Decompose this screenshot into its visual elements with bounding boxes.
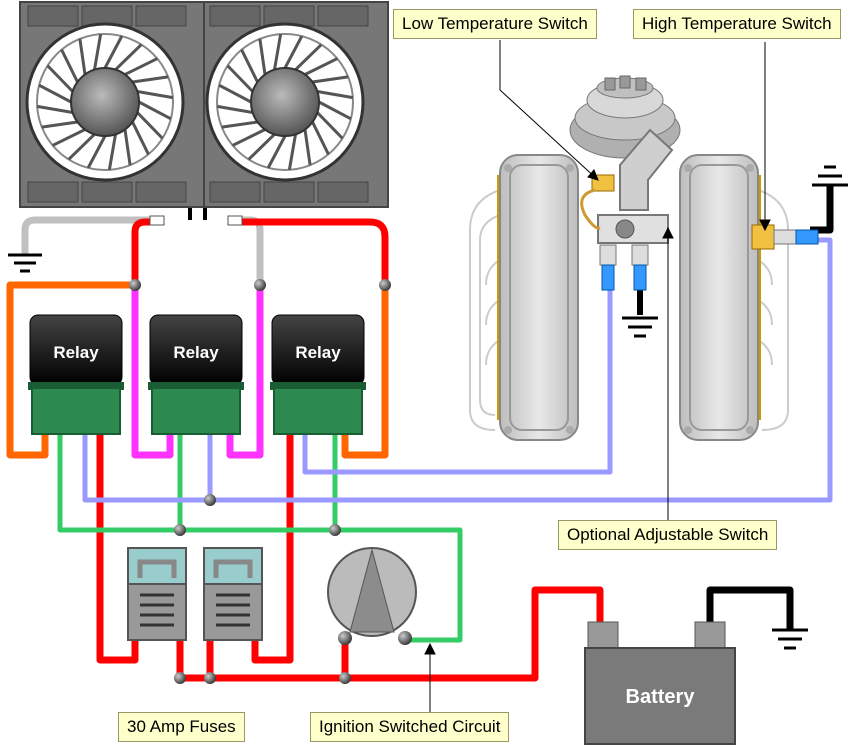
fan-blade [46, 64, 74, 93]
fan-blade [303, 129, 312, 166]
fan-blade [266, 135, 287, 169]
fan-right [205, 22, 365, 182]
fan-blade [216, 104, 253, 114]
ignition-component [327, 547, 417, 645]
fan-blade [311, 121, 330, 155]
switch-wire-relay3 [302, 290, 613, 475]
fan-blade [107, 134, 117, 171]
fan-blade [273, 33, 283, 70]
ground-symbol-engine [622, 316, 658, 338]
fan-blade [283, 35, 304, 69]
fan-blade [103, 35, 124, 69]
fan-blade [131, 121, 150, 155]
magenta-trigger-2 [226, 285, 264, 459]
battery: Battery [584, 621, 736, 745]
fan-power-wire-left [131, 218, 150, 285]
junction-nodes [129, 279, 391, 684]
relay-2: Relay [148, 314, 244, 435]
fan-blade [52, 128, 86, 147]
ignition-wire [57, 430, 463, 643]
battery-ground-wire [706, 586, 794, 630]
fan-blade [137, 90, 174, 100]
fan-blade [294, 43, 323, 71]
relay-3: Relay [270, 314, 366, 435]
switch-wire-bus [82, 237, 833, 503]
radiator-fans [19, 1, 389, 226]
fan-power-wire-right [236, 218, 389, 285]
fan-blade [218, 83, 252, 104]
fan-blade [304, 57, 338, 76]
label-high-temp-switch: High Temperature Switch [633, 9, 841, 39]
label-low-temp-switch: Low Temperature Switch [393, 9, 597, 39]
label-optional-switch: Optional Adjustable Switch [558, 520, 778, 550]
fuse-1 [127, 547, 187, 641]
relay-3-label: Relay [295, 343, 341, 362]
fan-left [25, 22, 185, 182]
fan-blade [312, 75, 349, 84]
power-main [180, 586, 604, 682]
fan-blade [86, 135, 107, 169]
fan-blade [38, 83, 72, 104]
fan-blade [258, 38, 267, 75]
callout-lines [424, 40, 771, 712]
fan-blade [232, 128, 266, 147]
engine [469, 75, 819, 441]
fan-blade [226, 64, 254, 93]
fan-blade [316, 111, 344, 140]
fan-blade [67, 133, 96, 161]
relay-1-label: Relay [53, 343, 99, 362]
high-switch-ground [810, 185, 834, 234]
fan-blade [124, 57, 158, 76]
fan-blade [247, 133, 276, 161]
relay-1: Relay [28, 314, 124, 435]
fan-blade [240, 49, 259, 83]
label-ignition: Ignition Switched Circuit [310, 712, 510, 742]
fan-blade [138, 100, 172, 121]
battery-label: Battery [626, 686, 696, 708]
fan-ground-wire-2 [236, 216, 264, 290]
fan-blade [78, 38, 87, 75]
fan-blade [93, 33, 103, 70]
fan-blade [221, 120, 258, 129]
fuse-2 [203, 547, 263, 641]
fan-blade [114, 43, 143, 71]
fan-blade [60, 49, 79, 83]
relay-2-label: Relay [173, 343, 219, 362]
orange-feed-right [341, 285, 389, 459]
magenta-trigger-1 [131, 285, 174, 459]
fan-blade [123, 129, 132, 166]
fan-blade [318, 100, 352, 121]
fan-blade [317, 90, 354, 100]
fan-blade [132, 75, 169, 84]
ground-symbol-battery [772, 628, 808, 650]
ground-symbol-fan [8, 253, 42, 273]
fan-blade [136, 111, 164, 140]
orange-feed-left [6, 281, 135, 459]
fan-blade [287, 134, 297, 171]
fan-blade [41, 120, 78, 129]
ground-symbol-high-switch [812, 165, 848, 187]
label-fuses: 30 Amp Fuses [118, 712, 245, 742]
fan-blade [36, 104, 73, 114]
fan-ground-wire [21, 216, 150, 255]
